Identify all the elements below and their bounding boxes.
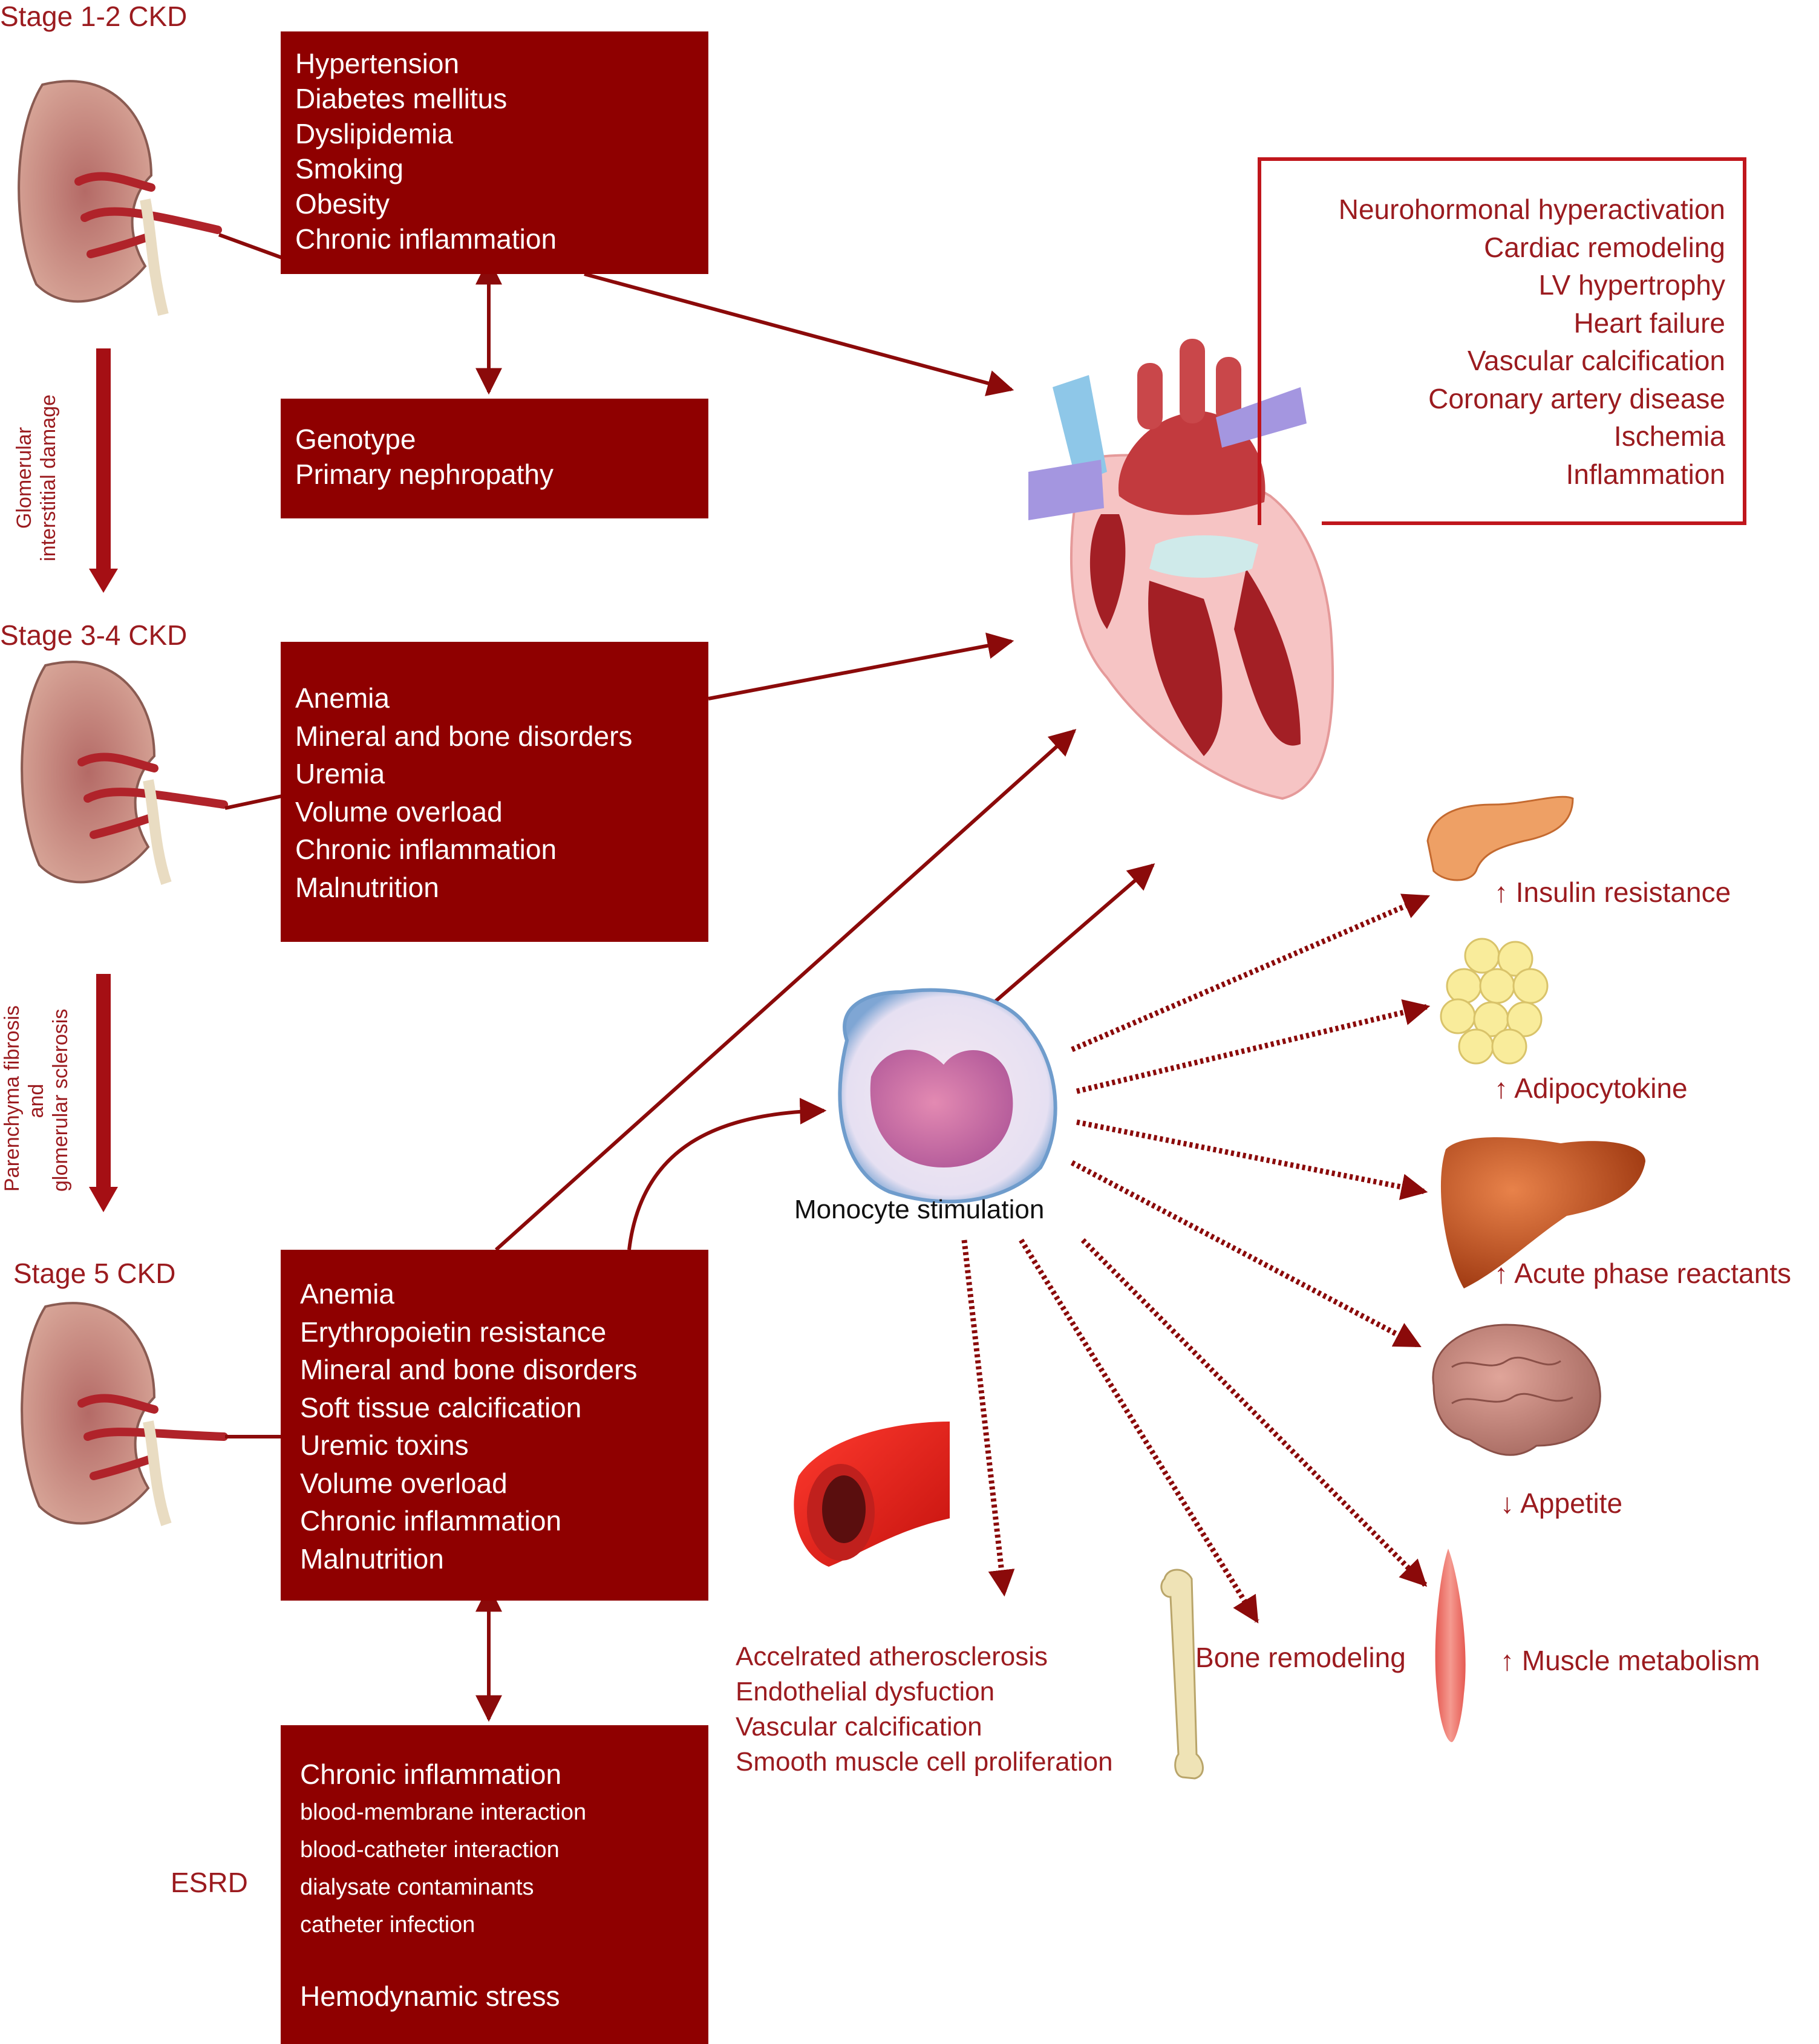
risk-factor: Hypertension [295, 48, 460, 79]
risk-factor: Anemia [295, 682, 390, 714]
kidney-stage12-illustration [18, 80, 222, 316]
pancreas-label: ↑ Insulin resistance [1494, 877, 1731, 908]
vascular-effect: Vascular calcification [736, 1712, 982, 1742]
risk-factor: Volume overload [300, 1467, 508, 1499]
cardiac-outcomes-box-bottom-border [1322, 521, 1746, 525]
vascular-effects-list: Accelrated atherosclerosis Endothelial d… [736, 1639, 1113, 1780]
adipose-illustration [1440, 938, 1549, 1065]
stage5-risk-factors-box: Anemia Erythropoietin resistance Mineral… [281, 1250, 708, 1601]
monocyte-illustration [838, 988, 1057, 1204]
esrd-subfactor: blood-membrane interaction [300, 1799, 587, 1825]
genetic-factor: Genotype [295, 423, 416, 455]
esrd-subfactor: dialysate contaminants [300, 1874, 534, 1900]
arrow-stage34-to-heart [708, 632, 1014, 700]
dotted-arrow-to-bone [1019, 1238, 1259, 1624]
dotted-arrow-to-vessel [961, 1239, 1015, 1597]
bone-label: Bone remodeling [1195, 1642, 1406, 1673]
esrd-subfactor: blood-catheter interaction [300, 1837, 560, 1863]
risk-factor: Mineral and bone disorders [295, 720, 633, 752]
stage12-risk-factors-box: Hypertension Diabetes mellitus Dyslipide… [281, 31, 708, 274]
esrd-subfactor: catheter infection [300, 1912, 475, 1938]
risk-factor: Chronic inflammation [300, 1505, 562, 1536]
risk-factor: Mineral and bone disorders [300, 1354, 638, 1385]
arrow-stage12-to-heart [584, 272, 1014, 396]
risk-factor: Erythropoietin resistance [300, 1316, 607, 1348]
risk-factor: Anemia [300, 1278, 394, 1310]
liver-label: ↑ Acute phase reactants [1494, 1258, 1791, 1289]
heart-illustration [1028, 339, 1334, 800]
stage-5-label: Stage 5 CKD [13, 1258, 176, 1289]
cardiac-outcome: Inflammation [1566, 458, 1725, 490]
stage-12-label: Stage 1-2 CKD [0, 1, 188, 32]
brain-illustration [1432, 1324, 1601, 1456]
risk-factor: Uremia [295, 758, 385, 789]
progression-label-2-line-1: Parenchyma fibrosis [1, 1005, 24, 1192]
risk-factor: Dyslipidemia [295, 118, 453, 149]
progression-label-1-line-1: Glomerular [13, 426, 36, 529]
risk-factor: Uremic toxins [300, 1429, 469, 1461]
progression-label-2-line-3: glomerular sclerosis [49, 1008, 72, 1192]
adipose-label: ↑ Adipocytokine [1494, 1073, 1688, 1104]
cardiac-outcome: Cardiac remodeling [1484, 231, 1725, 263]
risk-factor: Soft tissue calcification [300, 1391, 582, 1423]
cardiac-outcome: LV hypertrophy [1538, 269, 1725, 301]
cardiac-outcomes-list: Neurohormonal hyperactivation Cardiac re… [1270, 191, 1725, 493]
dotted-arrow-to-brain [1070, 1160, 1422, 1348]
esrd-factors-box: Chronic inflammation blood-membrane inte… [281, 1725, 708, 2044]
connector-kidney34-box [224, 794, 282, 810]
muscle-label: ↑ Muscle metabolism [1500, 1645, 1760, 1676]
cardiac-outcome: Ischemia [1613, 420, 1725, 452]
progression-label-1-line-2: interstitial damage [37, 394, 60, 561]
kidney-stage5-illustration [21, 1302, 228, 1526]
risk-factor: Obesity [295, 188, 390, 220]
progression-label-2-line-2: and [25, 1083, 48, 1118]
progression-arrow-2 [89, 974, 118, 1212]
cardiac-outcome: Vascular calcification [1467, 345, 1725, 376]
liver-illustration [1440, 1137, 1645, 1288]
stage-34-label: Stage 3-4 CKD [0, 619, 188, 651]
vascular-effect: Accelrated atherosclerosis [736, 1642, 1048, 1671]
kidney-stage34-illustration [21, 661, 228, 885]
esrd-label: ESRD [171, 1867, 248, 1898]
arrow-stage5-to-heart [494, 729, 1077, 1252]
risk-factor: Malnutrition [295, 871, 439, 903]
esrd-factor-title: Chronic inflammation [300, 1758, 562, 1790]
dotted-arrow-to-pancreas [1071, 893, 1431, 1053]
genetic-factors-box: Genotype Primary nephropathy [281, 399, 708, 518]
connector-kidney12-box [218, 233, 283, 260]
cardiac-outcome: Coronary artery disease [1428, 382, 1725, 414]
muscle-illustration [1435, 1549, 1466, 1742]
monocyte-label: Monocyte stimulation [794, 1195, 1045, 1224]
risk-factor: Chronic inflammation [295, 223, 557, 255]
risk-factor: Smoking [295, 153, 403, 184]
dotted-arrow-to-muscle [1080, 1238, 1428, 1587]
arrow-monocyte-to-heart [991, 863, 1155, 1006]
vascular-effect: Smooth muscle cell proliferation [736, 1747, 1113, 1777]
cardiac-outcomes-box [1258, 157, 1746, 525]
risk-factor: Malnutrition [300, 1543, 444, 1575]
vascular-effect: Endothelial dysfuction [736, 1677, 995, 1706]
progression-label-2: Parenchyma fibrosis and glomerular scler… [0, 1005, 73, 1192]
arrow-stage5-to-monocyte [627, 1097, 827, 1250]
progression-arrow-1 [89, 348, 118, 593]
dotted-arrow-to-adipose [1076, 999, 1431, 1094]
genetic-factor: Primary nephropathy [295, 459, 554, 490]
stage34-risk-factors-box: Anemia Mineral and bone disorders Uremia… [281, 642, 708, 942]
esrd-factor-footer: Hemodynamic stress [300, 1980, 560, 2012]
risk-factor: Diabetes mellitus [295, 83, 508, 114]
cardiac-outcome: Heart failure [1573, 307, 1725, 339]
progression-label-1: Glomerular interstitial damage [12, 387, 60, 569]
pancreas-illustration [1426, 795, 1574, 881]
dotted-arrow-to-liver [1076, 1119, 1428, 1200]
risk-factor: Chronic inflammation [295, 834, 557, 865]
risk-factor: Volume overload [295, 795, 503, 828]
blood-vessel-illustration [794, 1422, 950, 1567]
cardiac-outcome: Neurohormonal hyperactivation [1338, 194, 1725, 225]
femur-bone-illustration [1160, 1569, 1204, 1780]
brain-label: ↓ Appetite [1500, 1487, 1623, 1519]
